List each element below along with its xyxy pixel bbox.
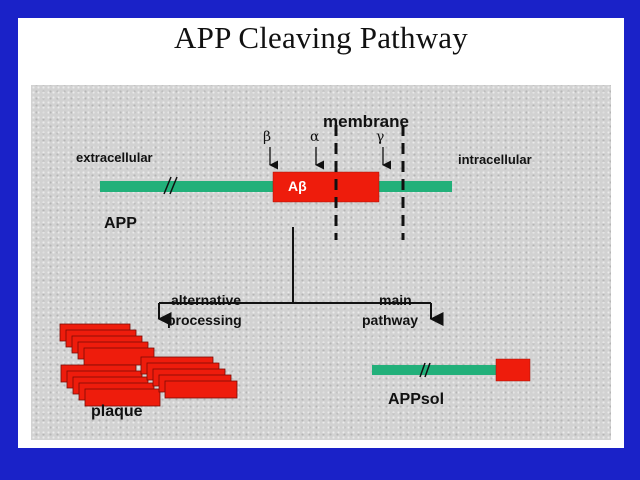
strand-break-mark — [163, 176, 178, 195]
extracellular-label: extracellular — [76, 150, 153, 165]
beta-label: β — [263, 129, 272, 145]
appsol-end — [495, 358, 531, 382]
alternative-label: alternative — [171, 292, 242, 308]
alpha-label: α — [310, 129, 320, 145]
pathway-diagram — [59, 125, 531, 407]
membrane-label: membrane — [323, 112, 409, 131]
abeta-fragment — [272, 171, 380, 203]
app-label: APP — [104, 215, 137, 232]
gamma-label: γ — [376, 129, 385, 145]
branch-connector — [157, 227, 444, 326]
intracellular-label: intracellular — [458, 152, 532, 167]
appsol-strand — [372, 365, 496, 375]
appsol-label: APPsol — [388, 391, 445, 408]
diagram-panel: membrane extracellular intracellular β α… — [31, 85, 611, 440]
slide: APP Cleaving Pathway — [18, 18, 624, 448]
processing-label: processing — [167, 312, 242, 328]
main-label: main — [379, 292, 412, 308]
pathway-label: pathway — [362, 312, 419, 328]
plaque-stack — [59, 323, 238, 407]
plaque-label: plaque — [91, 403, 143, 420]
slide-title: APP Cleaving Pathway — [174, 20, 468, 55]
abeta-label: Aβ — [288, 178, 307, 194]
appsol-break-mark — [419, 362, 431, 378]
